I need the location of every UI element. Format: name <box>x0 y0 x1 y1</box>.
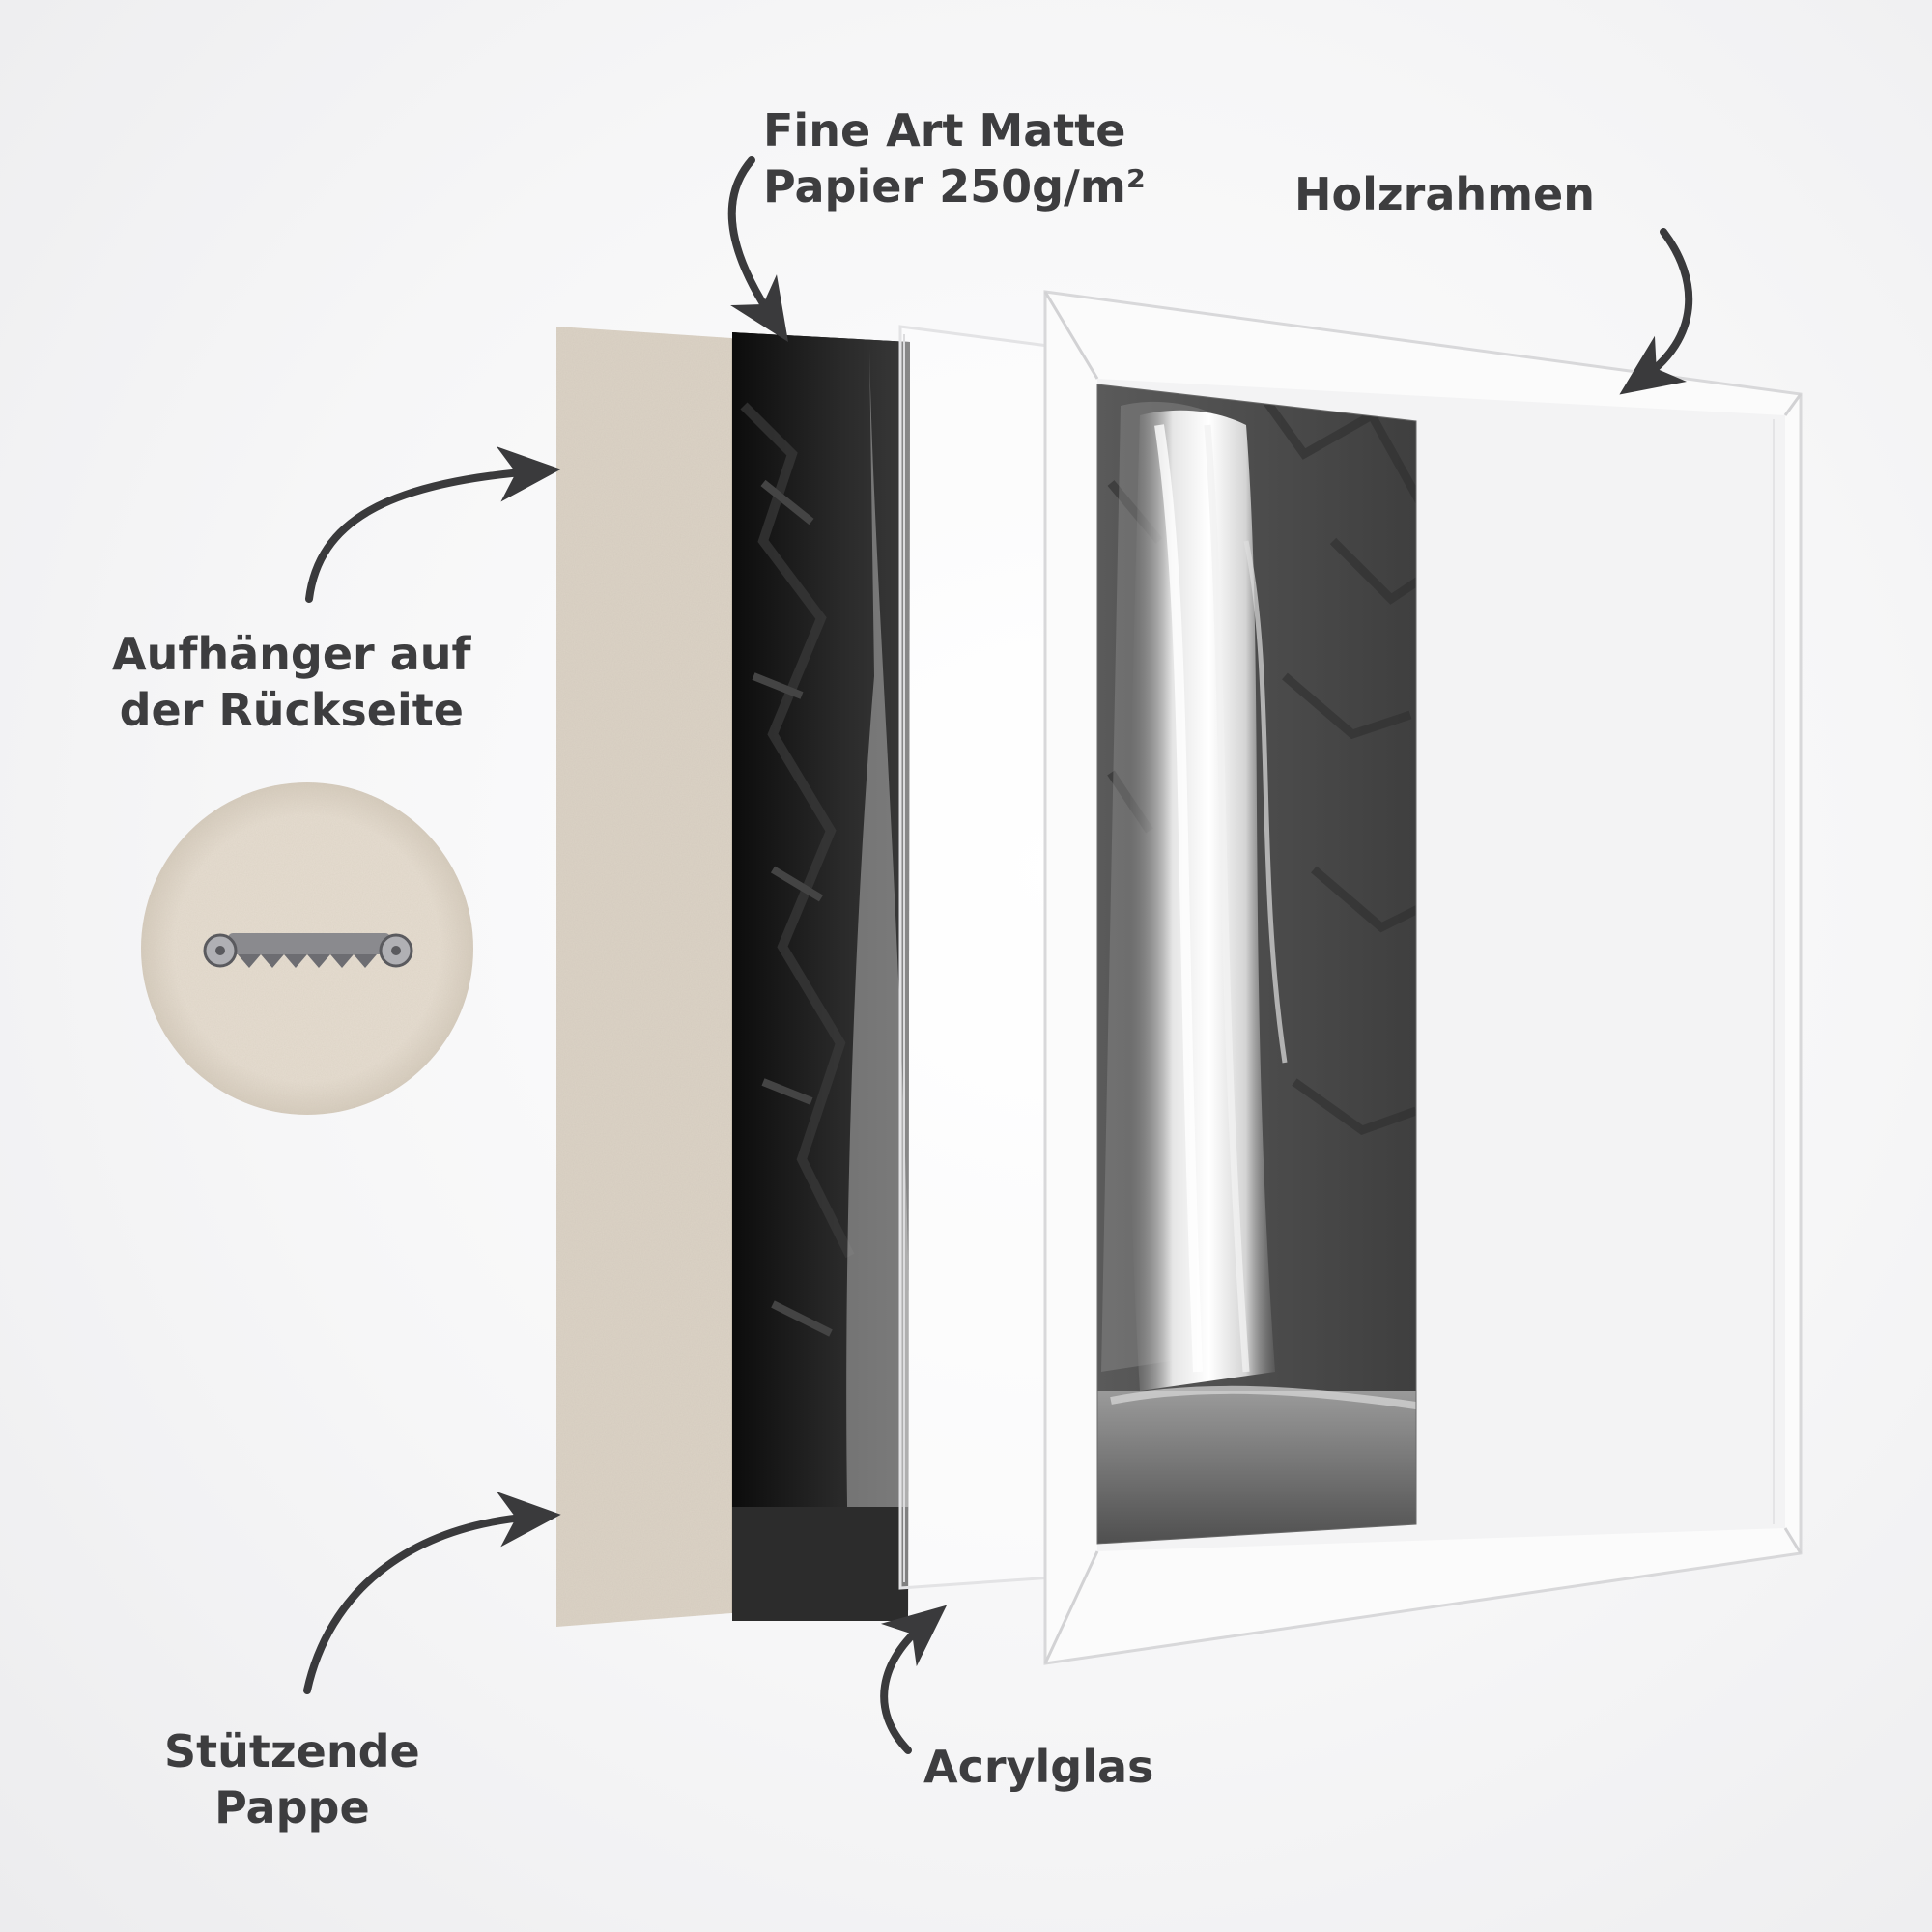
arrow-to-backing-top <box>305 446 561 603</box>
label-backing-line1: Stützende <box>164 1725 420 1777</box>
label-hanger-line1: Aufhänger auf <box>112 628 471 680</box>
wooden-frame <box>1043 290 1803 1665</box>
backing-cardboard <box>556 327 734 1627</box>
label-frame-text: Holzrahmen <box>1294 168 1595 220</box>
label-hanger: Aufhänger auf der Rückseite <box>112 626 471 738</box>
label-acrylic: Acrylglas <box>923 1739 1153 1795</box>
arrow-to-print <box>727 156 788 342</box>
arrow-to-frame <box>1619 228 1693 395</box>
arrow-to-acrylic <box>880 1605 948 1754</box>
waterfall-photo <box>1096 384 1417 1545</box>
label-acrylic-text: Acrylglas <box>923 1741 1154 1793</box>
label-hanger-line2: der Rückseite <box>119 684 464 736</box>
label-paper-line2: Papier 250g/m² <box>763 160 1146 213</box>
label-backing: Stützende Pappe <box>164 1723 420 1835</box>
label-frame: Holzrahmen <box>1294 166 1595 222</box>
fine-art-print <box>732 332 910 1621</box>
hanger-detail-disc <box>141 782 473 1115</box>
label-paper: Fine Art Matte Papier 250g/m² <box>763 102 1146 214</box>
arrow-to-backing-bottom <box>303 1492 561 1694</box>
label-backing-line2: Pappe <box>214 1781 370 1833</box>
label-paper-line1: Fine Art Matte <box>763 104 1126 156</box>
sawtooth-hanger-icon <box>203 933 413 968</box>
